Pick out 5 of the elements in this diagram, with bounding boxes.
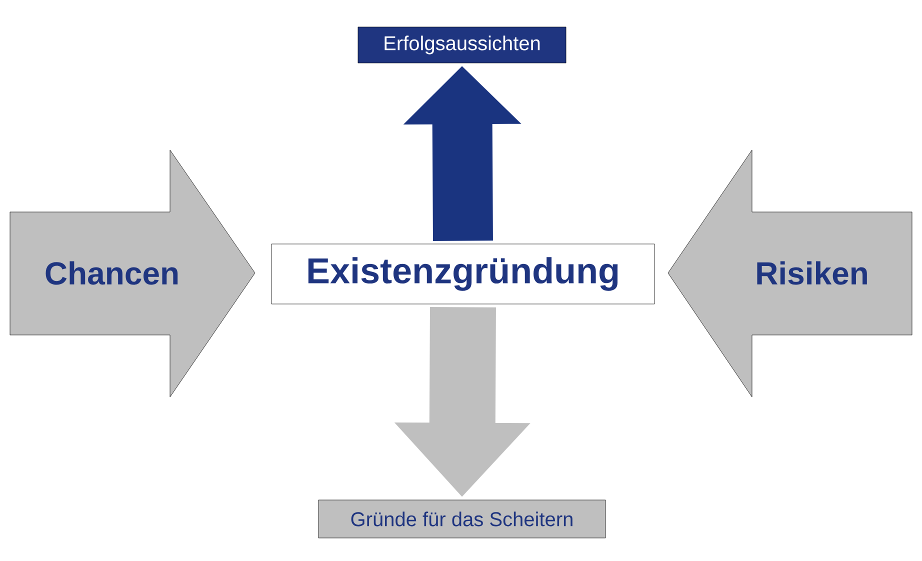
block-arrow — [394, 307, 530, 497]
title-box: Erfolgsaussichten — [358, 26, 566, 64]
block-arrow — [403, 66, 522, 241]
label-box: Gründe für das Scheitern — [318, 500, 606, 538]
center-box: Existenzgründung — [271, 244, 655, 304]
